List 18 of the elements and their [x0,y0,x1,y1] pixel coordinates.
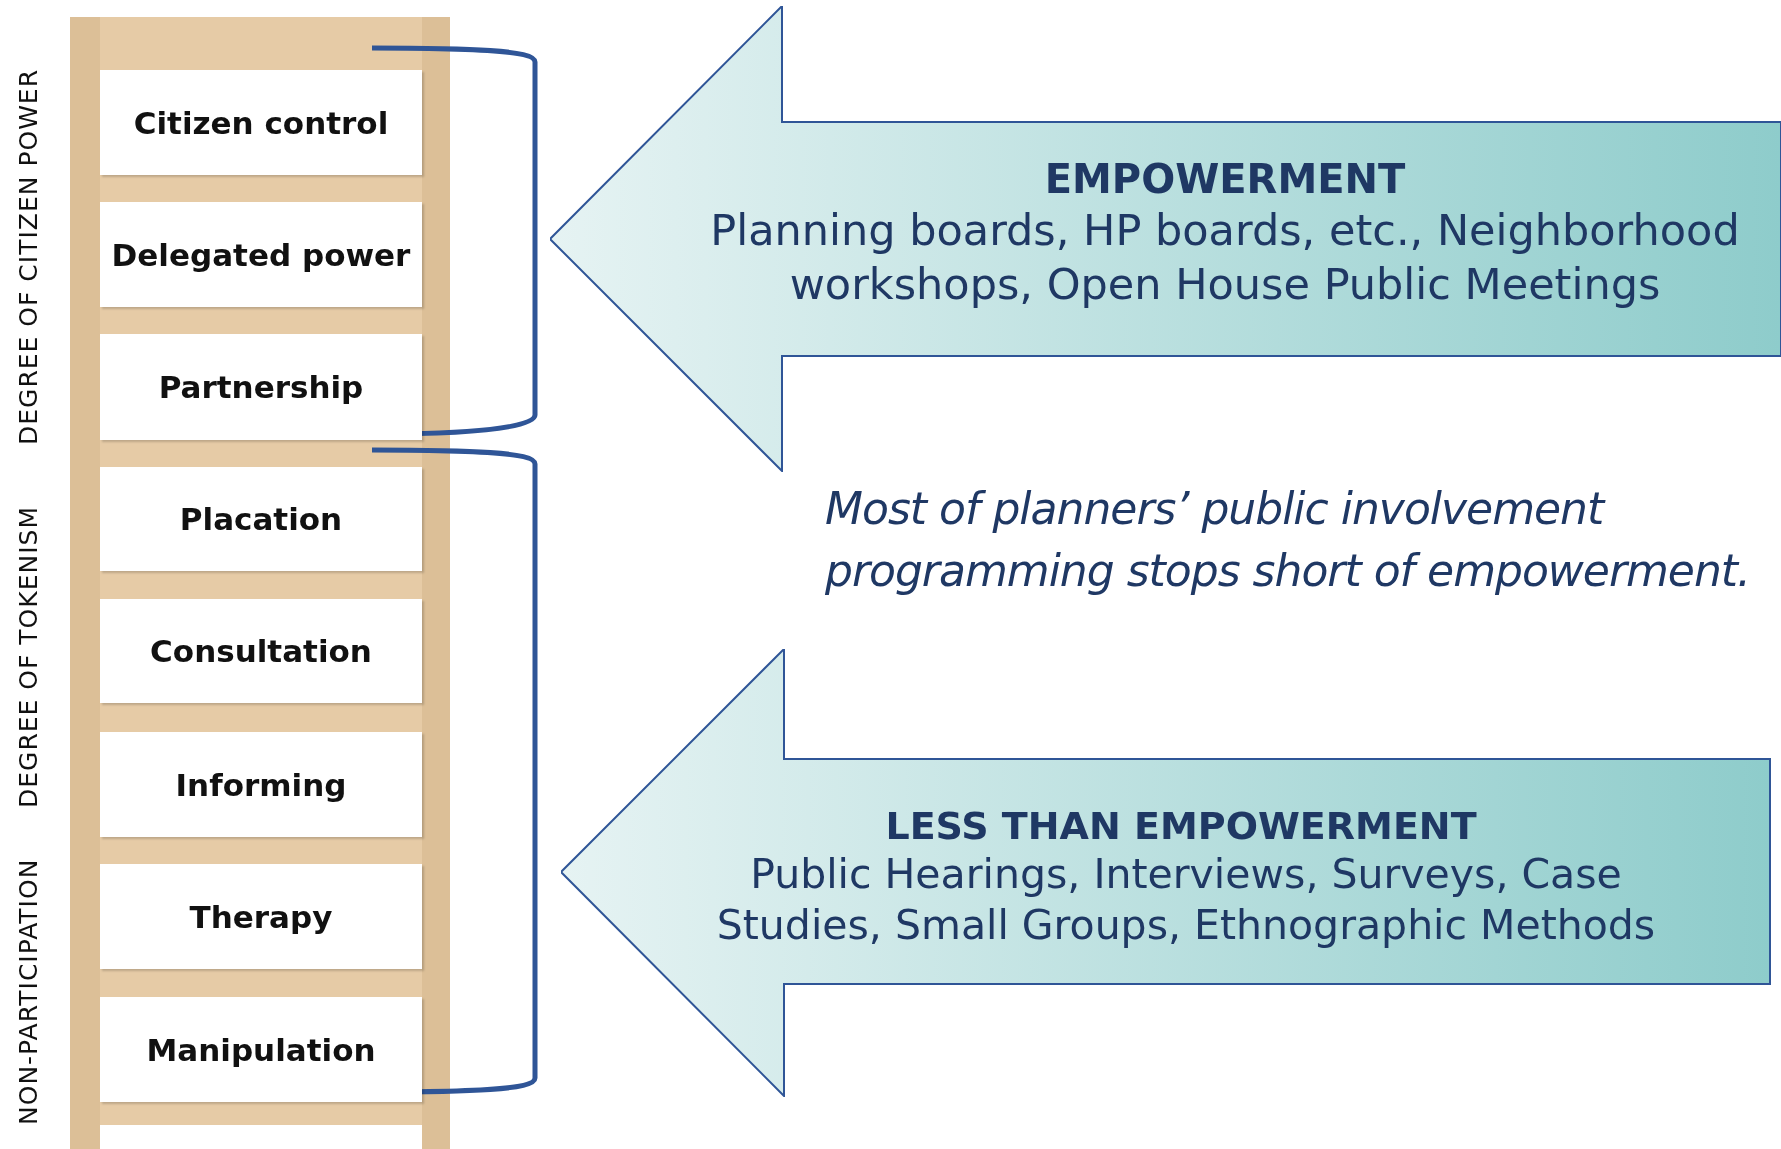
ladder-rung: Therapy [100,864,422,969]
arrow-heading: LESS THAN EMPOWERMENT [884,804,1478,848]
ladder-rung: Informing [100,732,422,837]
axis-label: DEGREE OF CITIZEN POWER [14,69,43,445]
block-arrow [561,649,1771,1097]
arrow-text: Public Hearings, Interviews, Surveys, Case Studies, Small Groups, Ethnographic Methods [715,849,1657,952]
axis-label: DEGREE OF TOKENISM [14,506,43,808]
ladder-rung: Placation [100,467,422,571]
note-text: Most of planners’ public involvement programming stops short of empowerment. [825,482,1752,598]
ladder-rung: Partnership [100,334,422,440]
ladder-rung: Consultation [100,599,422,703]
arrow-heading: EMPOWERMENT [1043,156,1407,202]
axis-label: NON-PARTICIPATION [14,858,43,1125]
arrow-text: Planning boards, HP boards, etc., Neighborhood workshops, Open House Public Meetings [709,204,1741,311]
block-arrow [550,6,1781,472]
ladder-rung: Manipulation [100,997,422,1102]
ladder-rung: Delegated power [100,202,422,307]
ladder-rung: Citizen control [100,70,422,175]
